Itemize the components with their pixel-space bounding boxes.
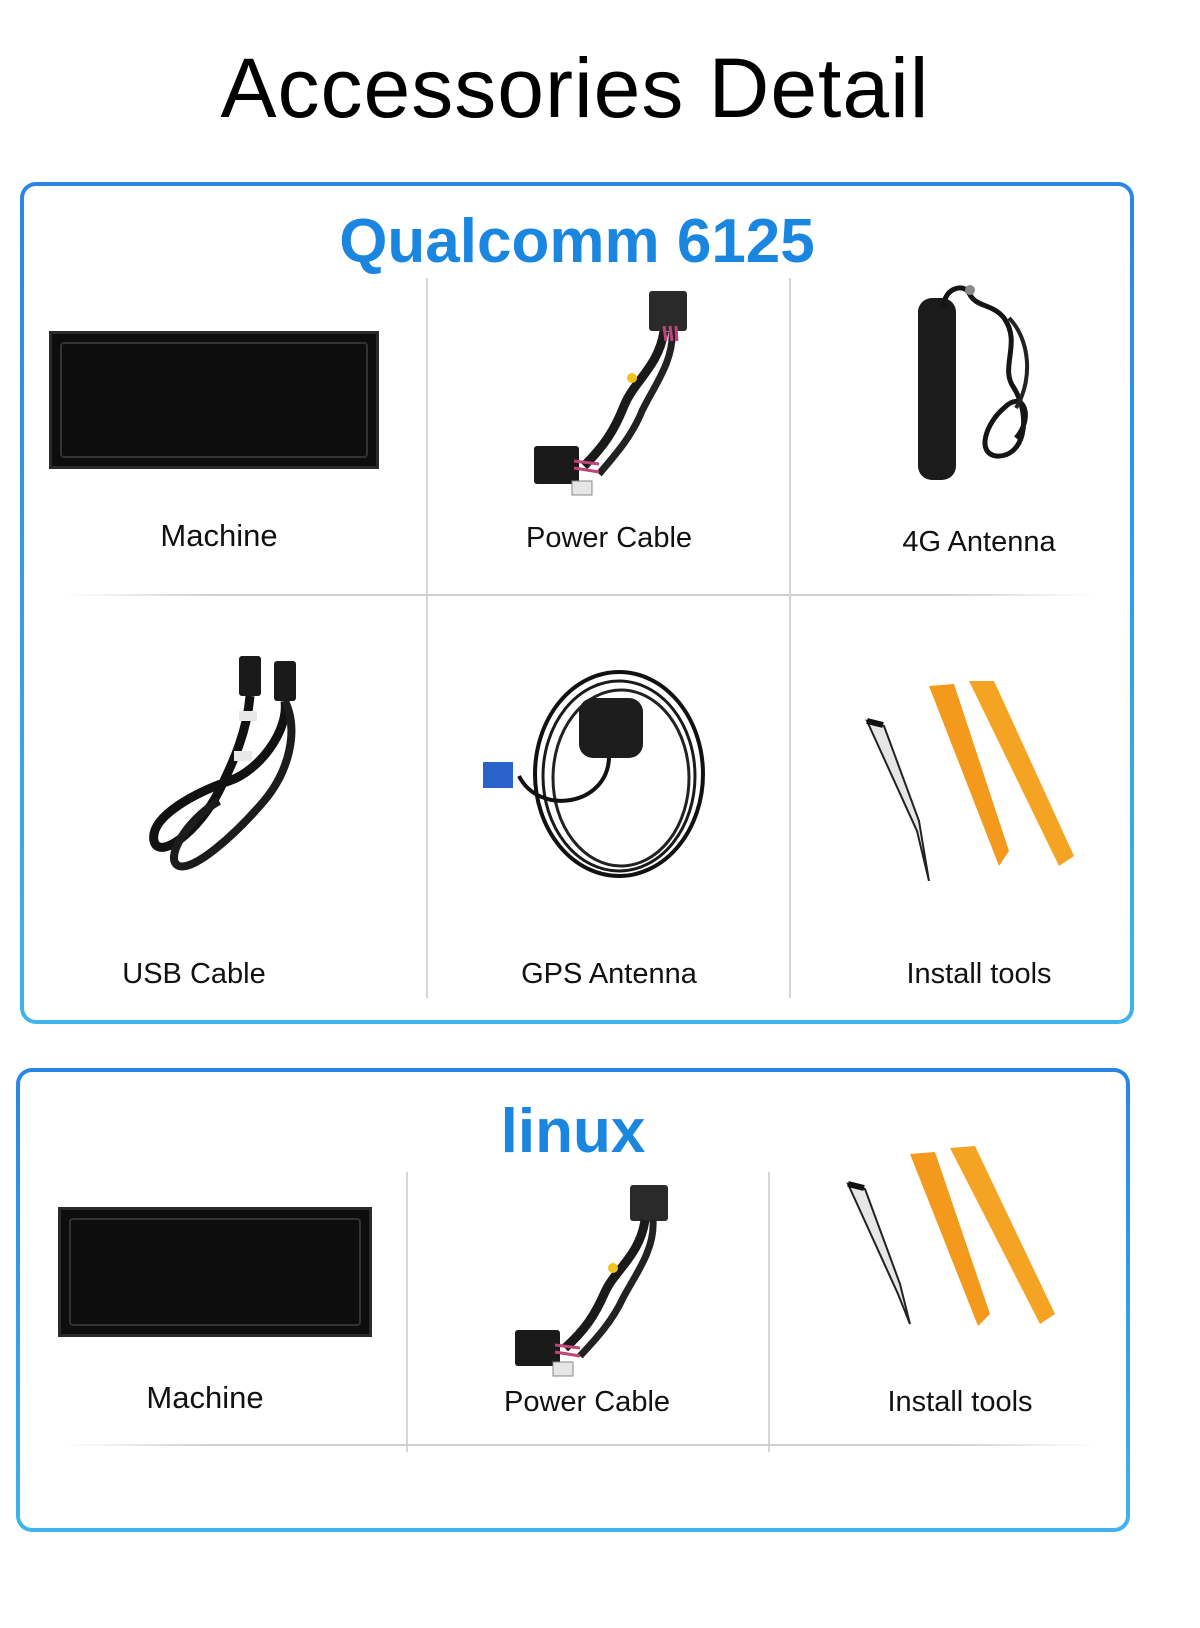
item-label: Power Cable bbox=[525, 522, 693, 554]
qualcomm-section: Qualcomm 6125 Machine Power Cable 4G Ant… bbox=[20, 182, 1134, 1024]
item-label: USB Cable bbox=[122, 958, 266, 990]
item-label: 4G Antenna bbox=[902, 526, 1056, 558]
section-heading: Qualcomm 6125 bbox=[339, 207, 815, 276]
section-heading: linux bbox=[500, 1097, 646, 1166]
install-tools-icon bbox=[846, 1146, 1055, 1326]
install-tools-icon bbox=[865, 681, 1074, 881]
item-label: Machine bbox=[160, 518, 278, 553]
gps-antenna-icon bbox=[483, 670, 705, 878]
item-label: GPS Antenna bbox=[521, 958, 697, 990]
divider bbox=[426, 278, 428, 998]
item-label: Install tools bbox=[906, 958, 1052, 990]
machine-screen-icon bbox=[58, 1207, 372, 1337]
divider bbox=[768, 1172, 770, 1452]
divider bbox=[789, 278, 791, 998]
item-label: Install tools bbox=[887, 1386, 1033, 1418]
item-label: Power Cable bbox=[503, 1386, 671, 1418]
divider bbox=[406, 1172, 408, 1452]
usb-cable-icon bbox=[149, 656, 296, 871]
power-cable-icon bbox=[515, 1185, 668, 1377]
machine-screen-icon bbox=[49, 331, 379, 469]
item-label: Machine bbox=[146, 1380, 264, 1415]
page-title: Accessories Detail bbox=[220, 41, 930, 135]
power-cable-icon bbox=[534, 291, 687, 496]
divider bbox=[60, 1444, 1100, 1446]
4g-antenna-icon bbox=[918, 285, 1030, 480]
divider bbox=[64, 594, 1094, 596]
linux-section: linux Machine Power Cable Install tools bbox=[16, 1068, 1130, 1532]
